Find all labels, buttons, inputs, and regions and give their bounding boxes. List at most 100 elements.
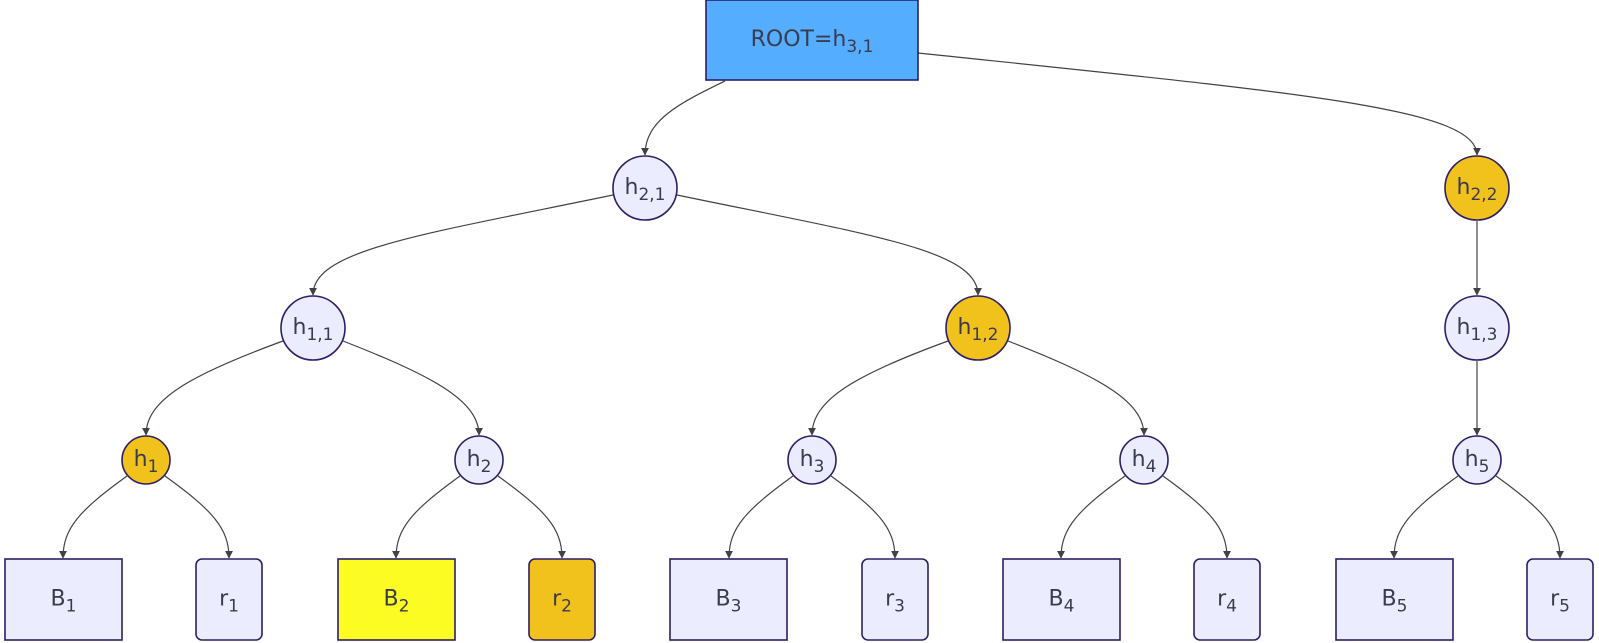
node-label-sub-h21: 2,1 — [638, 185, 665, 205]
node-label-sub-h1: 1 — [148, 457, 159, 477]
node-label-sub-h22: 2,2 — [1470, 185, 1497, 205]
node-label-sub-B5: 5 — [1397, 597, 1408, 617]
node-shape-h13 — [1444, 295, 1510, 361]
node-r5: r5 — [1526, 558, 1594, 641]
edge-h12-to-h4 — [1007, 340, 1148, 436]
node-label-r5: r5 — [1550, 587, 1570, 617]
node-shape-h2 — [454, 435, 504, 485]
node-shape-r1 — [195, 558, 263, 641]
node-label-B4: B4 — [1049, 587, 1075, 617]
node-label-sub-h11: 1,1 — [306, 325, 333, 345]
node-shape-B1 — [4, 558, 123, 641]
node-shape-B2 — [337, 558, 456, 641]
node-label-main-B5: B — [1382, 587, 1397, 612]
node-label-sub-h5: 5 — [1479, 457, 1490, 477]
node-label-main-h11: h — [293, 315, 307, 340]
edge-h3-to-B3 — [725, 475, 794, 559]
node-shape-B5 — [1335, 558, 1454, 641]
node-label-main-r3: r — [885, 587, 895, 612]
node-shape-root — [705, 0, 919, 81]
node-shape-h5 — [1452, 435, 1502, 485]
node-h12: h1,2 — [945, 295, 1011, 361]
node-label-r3: r3 — [885, 587, 905, 617]
node-label-sub-h2: 2 — [481, 457, 492, 477]
node-label-sub-h12: 1,2 — [971, 325, 998, 345]
node-h11: h1,1 — [280, 295, 346, 361]
edge-h4-to-B4 — [1057, 475, 1126, 559]
node-label-sub-B4: 4 — [1064, 597, 1075, 617]
node-label-sub-h13: 1,3 — [1470, 325, 1497, 345]
node-label-sub-r5: 5 — [1559, 597, 1570, 617]
node-label-main-h22: h — [1457, 175, 1471, 200]
node-label-sub-r4: 4 — [1226, 597, 1237, 617]
edge-h1-to-B1 — [59, 475, 128, 559]
node-label-h3: h3 — [800, 447, 825, 477]
node-label-h5: h5 — [1465, 447, 1490, 477]
node-label-main-r5: r — [1550, 587, 1560, 612]
node-shape-B4 — [1002, 558, 1121, 641]
node-label-sub-root: 3,1 — [846, 37, 873, 57]
node-label-sub-B1: 1 — [66, 597, 77, 617]
edge-h5-to-r5 — [1495, 475, 1564, 559]
node-label-r1: r1 — [219, 587, 239, 617]
node-h2: h2 — [454, 435, 504, 485]
edge-h3-to-r3 — [830, 475, 899, 559]
node-shape-h21 — [612, 155, 678, 221]
node-label-h22: h2,2 — [1457, 175, 1498, 205]
node-label-main-h2: h — [467, 447, 481, 472]
node-B2: B2 — [337, 558, 456, 641]
node-label-B3: B3 — [716, 587, 742, 617]
node-label-main-B2: B — [384, 587, 399, 612]
node-label-main-r4: r — [1217, 587, 1227, 612]
node-h21: h2,1 — [612, 155, 678, 221]
node-shape-B3 — [669, 558, 788, 641]
node-r3: r3 — [861, 558, 929, 641]
node-label-B2: B2 — [384, 587, 410, 617]
node-label-main-h4: h — [1132, 447, 1146, 472]
node-B5: B5 — [1335, 558, 1454, 641]
edge-h21-to-h11 — [309, 194, 614, 296]
node-label-main-B3: B — [716, 587, 731, 612]
node-B3: B3 — [669, 558, 788, 641]
node-label-main-h21: h — [625, 175, 639, 200]
node-label-root: ROOT=h3,1 — [751, 27, 874, 57]
edge-h1-to-r1 — [164, 475, 233, 559]
node-label-sub-B3: 3 — [731, 597, 742, 617]
node-label-main-h5: h — [1465, 447, 1479, 472]
edge-h21-to-h12 — [676, 194, 982, 296]
edges-layer — [59, 52, 1564, 559]
node-label-sub-h4: 4 — [1146, 457, 1157, 477]
node-label-sub-r3: 3 — [894, 597, 905, 617]
node-label-main-h12: h — [958, 315, 972, 340]
node-r2: r2 — [528, 558, 596, 641]
node-h1: h1 — [121, 435, 171, 485]
node-label-h13: h1,3 — [1457, 315, 1498, 345]
node-B4: B4 — [1002, 558, 1121, 641]
node-label-B5: B5 — [1382, 587, 1408, 617]
edge-h12-to-h3 — [808, 340, 949, 436]
node-h5: h5 — [1452, 435, 1502, 485]
edge-root-to-h21 — [641, 80, 726, 156]
edge-h5-to-B5 — [1390, 475, 1459, 559]
node-shape-r4 — [1193, 558, 1261, 641]
edge-h2-to-r2 — [497, 475, 566, 559]
node-label-sub-r1: 1 — [228, 597, 239, 617]
node-label-main-r2: r — [552, 587, 562, 612]
node-label-sub-B2: 2 — [399, 597, 410, 617]
node-label-h11: h1,1 — [293, 315, 334, 345]
node-h3: h3 — [787, 435, 837, 485]
node-h4: h4 — [1119, 435, 1169, 485]
node-label-main-r1: r — [219, 587, 229, 612]
node-label-sub-h3: 3 — [814, 457, 825, 477]
node-shape-h4 — [1119, 435, 1169, 485]
node-h13: h1,3 — [1444, 295, 1510, 361]
edge-h11-to-h1 — [142, 340, 284, 436]
node-shape-h22 — [1444, 155, 1510, 221]
node-B1: B1 — [4, 558, 123, 641]
node-r1: r1 — [195, 558, 263, 641]
node-label-h1: h1 — [134, 447, 159, 477]
node-label-main-h1: h — [134, 447, 148, 472]
node-root: ROOT=h3,1 — [705, 0, 919, 81]
